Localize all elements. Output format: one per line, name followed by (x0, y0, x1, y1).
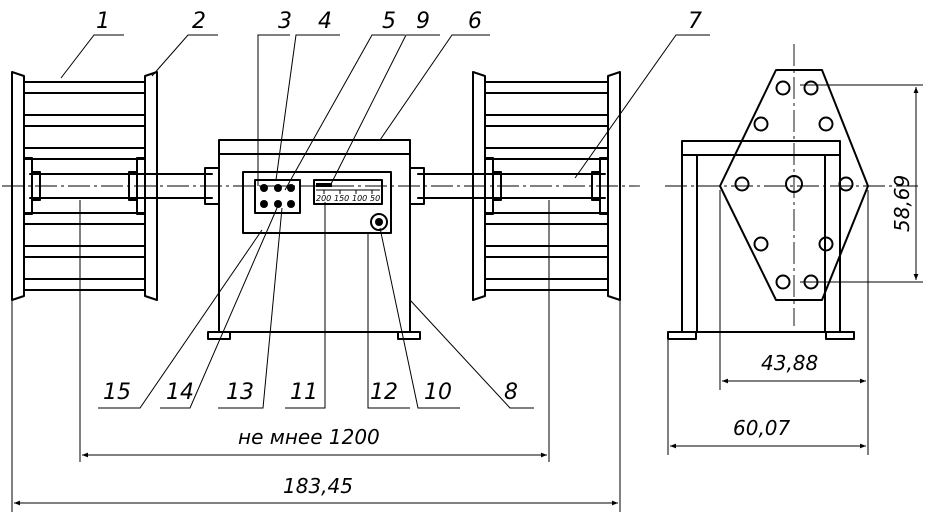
side-view: 58,69 43,88 60,07 (665, 44, 923, 455)
housing: 200 150 100 50 (204, 139, 425, 340)
scale-tick-100: 100 (352, 194, 367, 203)
dial-scale (313, 179, 383, 205)
dim-overall-length: 183,45 (283, 474, 353, 498)
right-drum (472, 71, 621, 301)
knob-icon (370, 213, 388, 231)
leader-label-13: 13 (226, 380, 254, 405)
front-view: 200 150 100 50 не мнее 1200 183,45 (2, 71, 640, 512)
leader-label-8: 8 (504, 380, 518, 405)
dim-side-height: 58,69 (890, 175, 914, 232)
shaft (29, 173, 606, 199)
leader-label-2: 2 (192, 9, 206, 34)
scale-tick-150: 150 (334, 194, 349, 203)
dim-side-inner-width: 43,88 (761, 351, 818, 375)
leader-label-5: 5 (382, 9, 396, 34)
leader-label-7: 7 (688, 9, 702, 34)
left-drum (11, 71, 158, 301)
scale-tick-50: 50 (370, 194, 380, 203)
leader-label-15: 15 (103, 380, 131, 405)
leader-label-12: 12 (370, 380, 398, 405)
control-panel (242, 171, 392, 234)
leader-label-11: 11 (290, 380, 318, 405)
leaders-bottom: 15 14 13 11 12 10 8 (98, 202, 534, 409)
dim-side-base-width: 60,07 (733, 416, 791, 440)
leader-label-6: 6 (468, 9, 482, 34)
scale-tick-200: 200 (316, 194, 331, 203)
leader-label-3: 3 (278, 9, 292, 34)
leader-label-9: 9 (416, 9, 430, 34)
leader-label-10: 10 (424, 380, 452, 405)
leaders-top: 1 2 3 4 5 9 6 7 (60, 9, 710, 191)
leader-label-14: 14 (166, 380, 194, 405)
leader-label-4: 4 (318, 9, 332, 34)
leader-label-1: 1 (96, 9, 110, 34)
dim-min-span: не мнее 1200 (238, 425, 380, 449)
bolt-hole-icon (775, 80, 791, 96)
